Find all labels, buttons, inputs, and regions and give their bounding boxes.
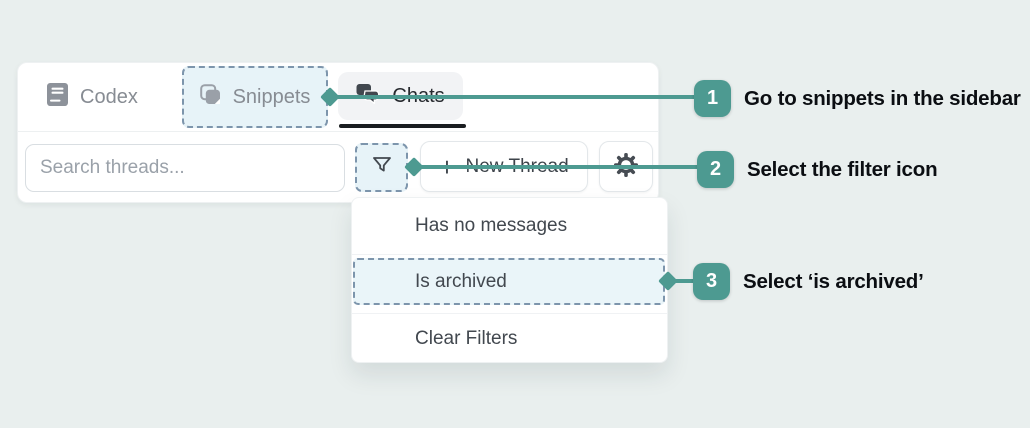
menu-item-is-archived[interactable]: Is archived [353, 258, 665, 305]
tab-row-divider [18, 131, 658, 132]
tab-codex[interactable]: Codex [47, 81, 138, 113]
search-input[interactable] [25, 144, 345, 192]
step-3: 3 Select ‘is archived’ [693, 263, 924, 300]
connector-line-2 [406, 165, 711, 169]
tab-codex-label: Codex [80, 85, 138, 108]
connector-line-3 [666, 279, 706, 283]
filter-button[interactable] [355, 143, 408, 192]
snippets-icon [199, 84, 221, 110]
step-1-label: Go to snippets in the sidebar [744, 86, 1021, 110]
active-tab-underline [339, 124, 466, 128]
tab-snippets[interactable]: Snippets [182, 66, 328, 128]
step-1: 1 Go to snippets in the sidebar [694, 80, 1021, 117]
menu-item-clear-filters[interactable]: Clear Filters [352, 313, 667, 363]
step-2-label: Select the filter icon [747, 157, 938, 181]
connector-line-1 [322, 95, 710, 99]
step-2-badge: 2 [697, 151, 734, 188]
menu-item-has-no-messages[interactable]: Has no messages [352, 198, 667, 255]
step-1-badge: 1 [694, 80, 731, 117]
filter-dropdown-menu: Has no messages Is archived Clear Filter… [351, 197, 668, 363]
step-3-badge: 3 [693, 263, 730, 300]
tab-snippets-label: Snippets [232, 85, 311, 108]
funnel-icon [370, 153, 394, 182]
step-3-label: Select ‘is archived’ [743, 269, 924, 293]
step-2: 2 Select the filter icon [697, 151, 938, 188]
threads-panel: Codex Snippets Chats [17, 62, 659, 203]
book-icon [47, 83, 68, 111]
